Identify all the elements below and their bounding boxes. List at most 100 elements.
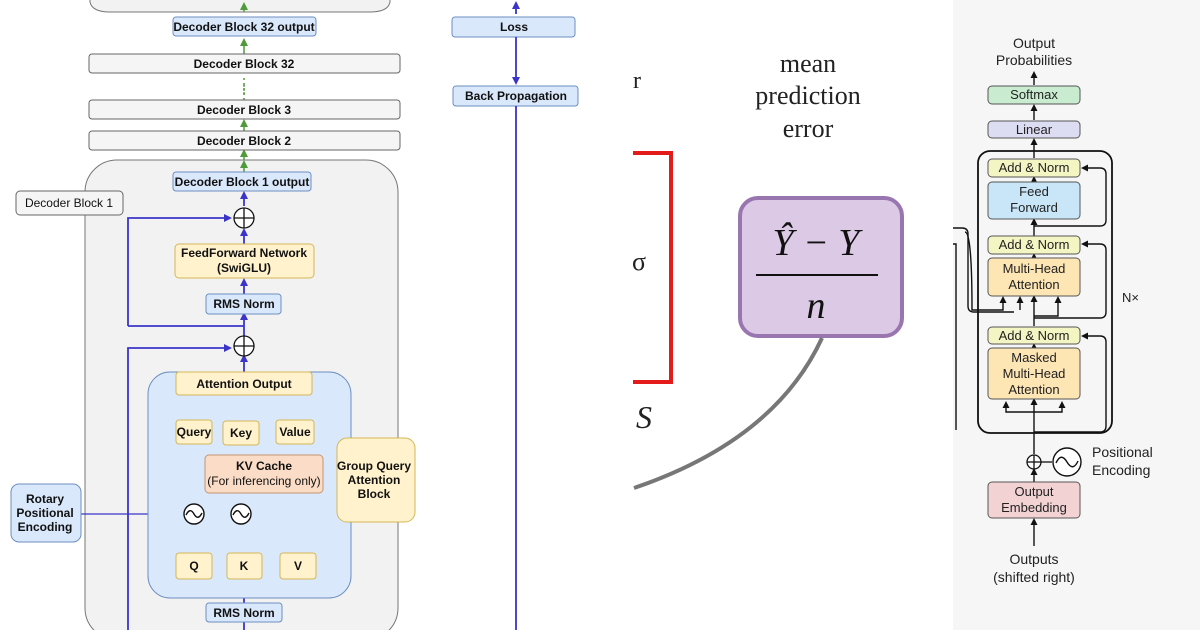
outputs-label-line2: (shifted right) [993, 569, 1075, 585]
rotary-positional-encoding-box [10, 483, 82, 543]
masked-label-line1: Masked [1011, 350, 1057, 365]
positional-encoding-label-line2: Encoding [1092, 462, 1150, 478]
decoder-block-1-output-label: Decoder Block 1 output [175, 175, 310, 189]
formula-fragment-sigma: σ [632, 247, 646, 276]
decoder-block-1-tag [15, 190, 124, 216]
query-label: Query [177, 425, 212, 439]
rms-norm-top-label: RMS Norm [213, 297, 274, 311]
decoder-block-1-tag-label: Decoder Block 1 [25, 196, 113, 210]
decoder-block-32-box [88, 53, 401, 74]
back-propagation-label: Back Propagation [465, 89, 567, 103]
output-embedding-label-line2: Embedding [1001, 500, 1067, 515]
rotary-node-key [230, 503, 252, 525]
decoder-block-32-output-box [172, 16, 317, 37]
linear-box [987, 120, 1081, 139]
feed-forward-box [987, 181, 1081, 220]
add-norm-3-label: Add & Norm [999, 328, 1070, 343]
mha-label-line2: Attention [1008, 277, 1059, 292]
loss-box [451, 16, 576, 38]
masked-label-line2: Multi-Head [1003, 366, 1066, 381]
positional-encoding-label-line1: Positional [1092, 444, 1153, 460]
decoder-block-2-box [88, 130, 401, 151]
mha-label-line1: Multi-Head [1003, 261, 1066, 276]
softmax-label: Softmax [1010, 87, 1058, 102]
positional-add-node [1026, 454, 1042, 470]
v-label: V [294, 559, 302, 573]
v-projection-box [279, 552, 317, 580]
softmax-box [987, 85, 1081, 105]
decoder-block-32-label: Decoder Block 32 [194, 57, 295, 71]
masked-multi-head-attention-box [987, 347, 1081, 400]
attention-output-box [175, 371, 313, 396]
decoder-block-3-label: Decoder Block 3 [197, 103, 291, 117]
mean-prediction-error-line2: prediction [755, 81, 860, 110]
nx-label: N× [1122, 290, 1139, 305]
rope-label-line3: Encoding [18, 520, 73, 534]
rope-label-line2: Positional [16, 506, 73, 520]
formula-fragment-r: r [633, 68, 641, 94]
attention-output-label: Attention Output [196, 377, 291, 391]
add-norm-3-box [987, 326, 1081, 345]
add-norm-2-label: Add & Norm [999, 237, 1070, 252]
error-formula-panel: r σ S mean prediction error Ŷ − Y n [632, 49, 904, 490]
decoder-block-32-output-label: Decoder Block 32 output [173, 20, 314, 34]
formula-numerator: Ŷ − Y [773, 222, 864, 264]
gqa-label-line3: Block [358, 487, 391, 501]
feed-forward-label-line2: Forward [1010, 200, 1058, 215]
feedforward-label: FeedForward Network [181, 246, 307, 260]
q-projection-box [175, 552, 213, 580]
rms-norm-top-box [205, 293, 282, 315]
output-embedding-label-line1: Output [1014, 484, 1053, 499]
query-box [175, 419, 213, 445]
feedforward-sublabel: (SwiGLU) [217, 261, 271, 275]
output-probabilities-line1: Output [1013, 35, 1055, 51]
transformer-decoder-panel: Output Probabilities [953, 0, 1200, 630]
value-label: Value [279, 425, 311, 439]
llama-architecture-panel: ⋮ Decoder Block 32 output Decoder Block … [10, 0, 416, 630]
output-embedding-box [987, 481, 1081, 519]
rms-norm-bottom-label: RMS Norm [213, 606, 274, 620]
nx-repeat-block [977, 150, 1113, 434]
rms-norm-bottom-box [205, 602, 283, 623]
feed-forward-label-line1: Feed [1019, 184, 1049, 199]
add-norm-1-box [987, 158, 1081, 178]
mean-prediction-error-line1: mean [780, 49, 836, 78]
k-projection-box [226, 552, 263, 580]
formula-connector-curve [633, 337, 824, 490]
kv-cache-box [204, 454, 324, 494]
kv-cache-sublabel: (For inferencing only) [207, 474, 320, 488]
q-label: Q [189, 559, 198, 573]
loss-label: Loss [500, 20, 528, 34]
formula-fragment-s: S [636, 399, 652, 435]
add-norm-1-label: Add & Norm [999, 160, 1070, 175]
group-query-attention-box [336, 437, 416, 523]
formula-denominator: n [807, 285, 826, 327]
multi-head-attention-box [987, 257, 1081, 297]
gqa-label-line1: Group Query [337, 459, 411, 473]
positional-encoding-icon [1052, 447, 1082, 477]
red-bracket [633, 151, 673, 384]
add-norm-2-box [987, 235, 1081, 255]
feedforward-network-box [174, 243, 315, 279]
previous-block-edge [89, 0, 391, 13]
masked-label-line3: Attention [1008, 382, 1059, 397]
formula-card [738, 196, 904, 338]
k-label: K [240, 559, 249, 573]
residual-add-node-bottom [233, 335, 255, 357]
kv-cache-label: KV Cache [236, 459, 292, 473]
key-box [222, 420, 260, 446]
transformer-panel-background [953, 0, 1200, 630]
linear-label: Linear [1016, 122, 1053, 137]
gqa-label-line2: Attention [348, 473, 401, 487]
outputs-label-line1: Outputs [1009, 551, 1058, 567]
output-probabilities-line2: Probabilities [996, 52, 1072, 68]
decoder-block-3-box [88, 99, 401, 120]
key-label: Key [230, 426, 252, 440]
encoder-feed-line [953, 227, 1014, 313]
value-box [275, 419, 315, 445]
decoder-block-2-label: Decoder Block 2 [197, 134, 291, 148]
rope-label-line1: Rotary [26, 492, 64, 506]
residual-add-node-top [233, 207, 255, 229]
